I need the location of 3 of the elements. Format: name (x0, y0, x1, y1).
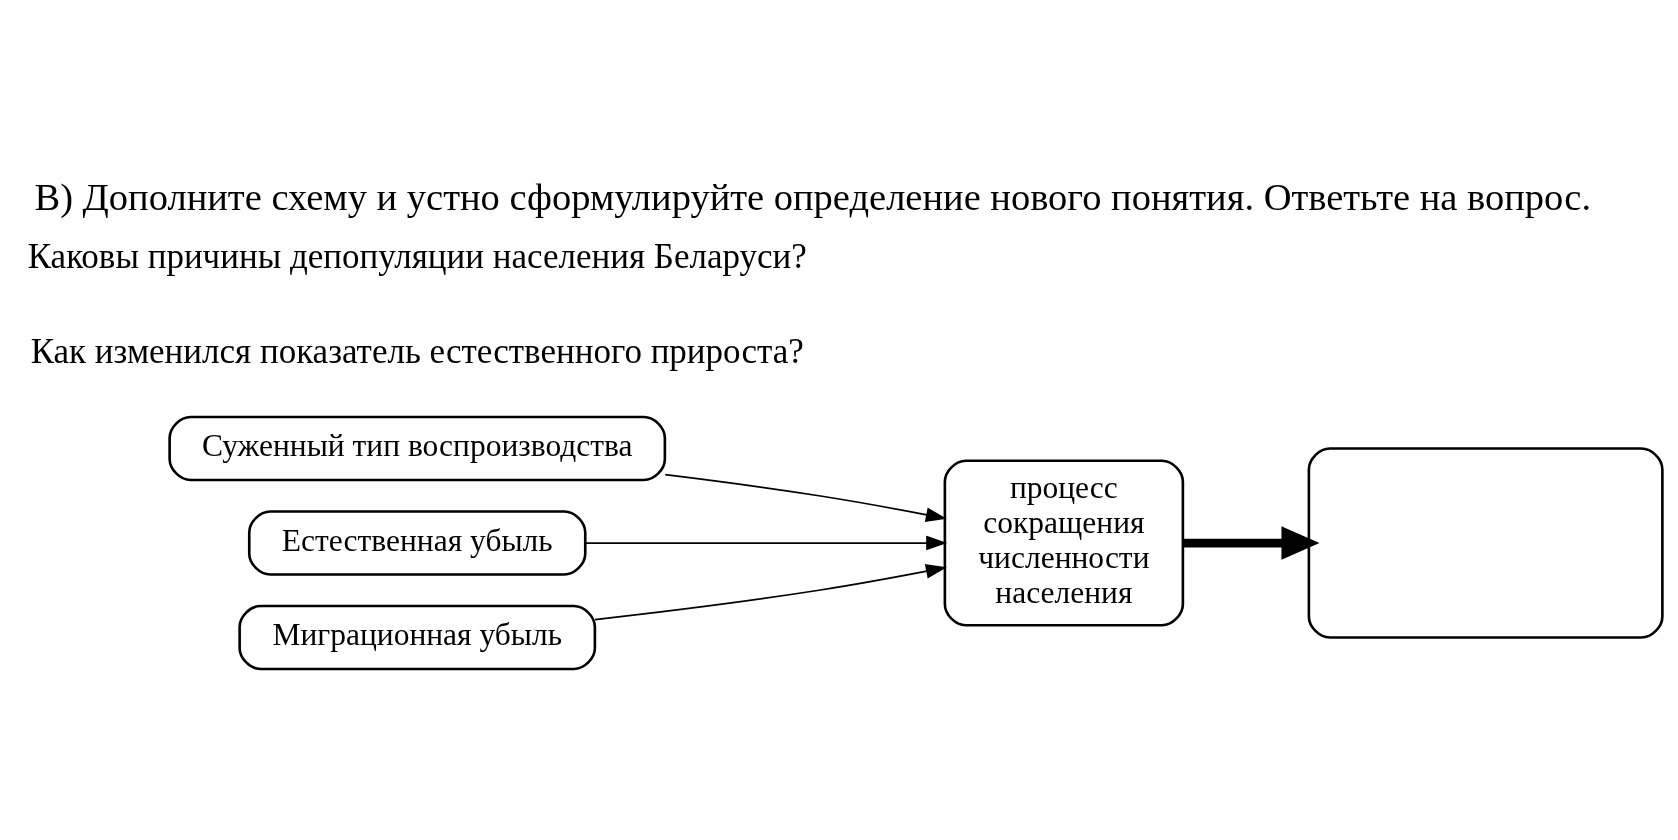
label: Каковы причины депопуляции населения Беларуси? (27, 236, 807, 276)
diagram-title: В) Дополните схему и устно сформулируйте определение нового понятия. Ответьте на вопрос. (34, 175, 1592, 218)
label: Как изменился показатель естественного прироста? (30, 331, 804, 371)
